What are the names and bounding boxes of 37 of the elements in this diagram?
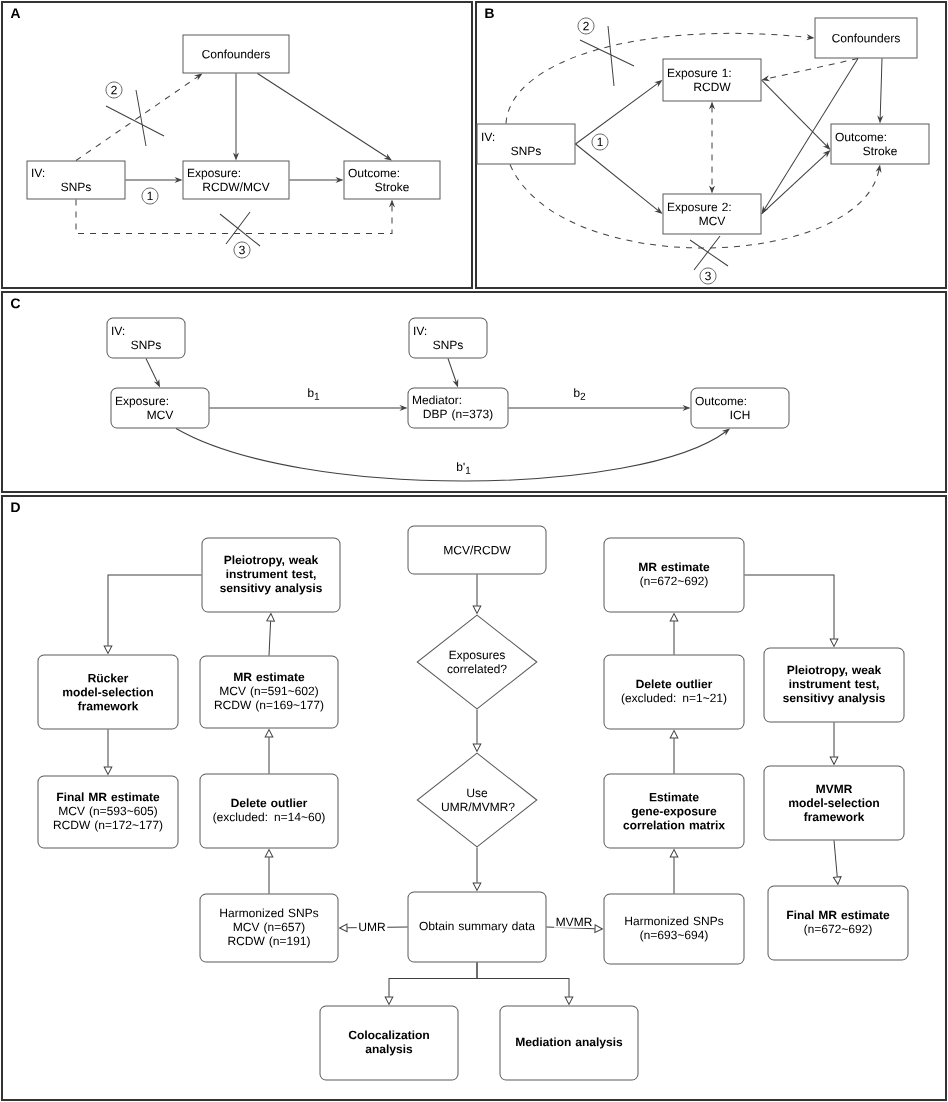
arrow	[476, 962, 574, 1005]
arrow	[266, 613, 275, 656]
arrow	[289, 177, 343, 183]
arrow	[175, 428, 730, 482]
arrow	[264, 729, 274, 774]
arrow	[472, 709, 482, 752]
arrow	[877, 58, 883, 123]
arrow	[509, 164, 882, 249]
arrow	[709, 102, 715, 193]
arrow	[669, 613, 679, 655]
arrow	[125, 177, 182, 183]
arrow	[505, 32, 814, 124]
arrow	[744, 574, 839, 647]
arrow	[103, 729, 113, 775]
arrow	[761, 150, 830, 215]
arrow	[75, 199, 395, 234]
arrow	[145, 358, 160, 387]
arrow	[761, 79, 830, 150]
arrow	[472, 847, 482, 891]
arrow	[669, 849, 679, 894]
arrow	[447, 358, 459, 387]
arrow	[257, 73, 392, 161]
arrow	[829, 722, 839, 765]
arrow	[103, 574, 202, 654]
arrow	[761, 58, 859, 214]
arrow	[209, 405, 407, 411]
arrow	[575, 80, 662, 145]
arrow	[575, 143, 662, 214]
arrow	[508, 405, 690, 411]
arrow	[472, 574, 482, 614]
arrow	[832, 840, 842, 885]
arrow	[75, 73, 202, 161]
arrow	[762, 58, 859, 81]
arrow	[669, 730, 679, 774]
arrow	[546, 924, 603, 933]
arrow	[233, 73, 239, 160]
arrow	[264, 849, 274, 894]
